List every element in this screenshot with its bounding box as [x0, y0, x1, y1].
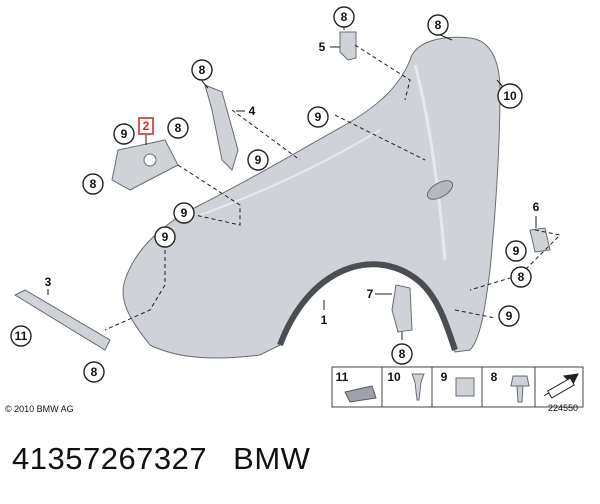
bracket-7 — [391, 284, 413, 333]
svg-text:9: 9 — [441, 370, 448, 384]
svg-text:2: 2 — [143, 119, 150, 133]
copyright-notice: © 2010 BMW AG — [5, 404, 74, 414]
callout: 8 — [82, 173, 104, 195]
strip-3 — [13, 289, 111, 351]
callout: 8 — [391, 343, 413, 365]
svg-text:1: 1 — [321, 313, 328, 327]
svg-text:8: 8 — [435, 18, 442, 32]
svg-text:9: 9 — [255, 153, 262, 167]
svg-text:10: 10 — [503, 89, 517, 103]
callout-highlighted: 2 — [138, 117, 154, 135]
svg-text:8: 8 — [491, 370, 498, 384]
svg-text:6: 6 — [533, 200, 540, 214]
svg-text:9: 9 — [162, 230, 169, 244]
screw-icon — [411, 373, 425, 401]
callout: 8 — [191, 59, 213, 81]
svg-text:11: 11 — [336, 370, 349, 384]
callout: 8 — [333, 6, 355, 28]
bracket-2 — [111, 139, 179, 191]
callout: 9 — [247, 149, 269, 171]
svg-text:8: 8 — [518, 270, 525, 284]
svg-text:4: 4 — [249, 104, 256, 118]
parts-diagram: 8 5 8 10 8 4 9 9 2 8 9 9 8 9 9 6 9 8 3 7… — [10, 6, 584, 408]
rubber-cap-icon — [344, 385, 377, 403]
callout: 9 — [505, 240, 527, 262]
svg-text:9: 9 — [121, 127, 128, 141]
part-number: 41357267327 — [12, 441, 208, 476]
bracket-4 — [204, 84, 239, 171]
callout: 1 — [321, 313, 328, 327]
callout: 7 — [367, 287, 374, 301]
svg-text:9: 9 — [315, 110, 322, 124]
svg-text:9: 9 — [181, 206, 188, 220]
svg-text:9: 9 — [506, 309, 513, 323]
svg-text:9: 9 — [513, 244, 520, 258]
footer-caption: 41357267327 BMW — [12, 441, 310, 477]
callout: 9 — [307, 106, 329, 128]
svg-text:8: 8 — [399, 347, 406, 361]
clip-nut-icon — [455, 377, 475, 397]
callout: 6 — [533, 200, 540, 214]
bracket-5 — [339, 31, 357, 61]
clip-6 — [529, 227, 551, 253]
callout: 8 — [83, 361, 105, 383]
svg-text:8: 8 — [341, 10, 348, 24]
svg-text:8: 8 — [90, 177, 97, 191]
callout: 11 — [10, 325, 32, 347]
callout: 8 — [510, 266, 532, 288]
callout: 5 — [319, 40, 326, 54]
svg-text:3: 3 — [45, 275, 52, 289]
callout: 10 — [497, 83, 523, 109]
svg-text:5: 5 — [319, 40, 326, 54]
fender-panel — [122, 36, 501, 359]
svg-text:8: 8 — [199, 63, 206, 77]
callout: 8 — [167, 117, 189, 139]
callout: 3 — [45, 275, 52, 289]
guide-lines — [104, 44, 562, 331]
parts-legend: 11 10 9 8 — [331, 366, 584, 408]
svg-text:8: 8 — [91, 365, 98, 379]
brand-name: BMW — [233, 441, 311, 476]
callout: 4 — [249, 104, 256, 118]
svg-text:10: 10 — [387, 370, 401, 384]
callout: 9 — [113, 123, 135, 145]
diagram-id: 224550 — [548, 403, 579, 413]
bolt-icon — [510, 375, 530, 403]
svg-text:7: 7 — [367, 287, 374, 301]
svg-text:8: 8 — [175, 121, 182, 135]
callout: 9 — [173, 202, 195, 224]
callout: 9 — [498, 305, 520, 327]
svg-text:11: 11 — [15, 329, 28, 343]
callout: 9 — [154, 226, 176, 248]
callout: 8 — [427, 14, 449, 36]
